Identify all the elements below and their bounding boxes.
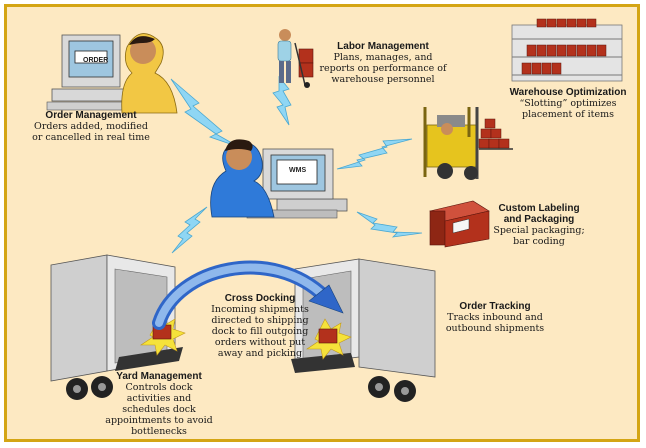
outbound-crate	[306, 318, 352, 360]
node-title: Yard Management	[116, 371, 202, 382]
node-order-management: Order Management Orders added, modified …	[31, 110, 151, 143]
labor-worker	[277, 29, 314, 88]
node-cross-docking: Cross Docking Incoming shipments directe…	[201, 293, 319, 359]
order-workstation	[46, 33, 178, 114]
node-title: Cross Docking	[224, 293, 296, 304]
diagram-frame: ORDER WMS Order Management Orders added,…	[4, 4, 640, 442]
warehouse-shelving	[511, 18, 623, 82]
wms-screen-label: WMS	[289, 167, 307, 174]
bolt-to-forklift	[336, 138, 413, 170]
node-custom-labeling: Custom Labeling and Packaging Special pa…	[493, 203, 585, 247]
node-description: Controls dock activities and schedules d…	[105, 382, 213, 437]
bolt-to-labor-management	[272, 75, 292, 126]
diagram-artwork	[46, 18, 623, 402]
node-description: Orders added, modified or cancelled in r…	[32, 121, 150, 143]
node-description: Tracks inbound and outbound shipments	[445, 312, 545, 334]
node-title: Order Management	[45, 110, 137, 121]
forklift	[423, 107, 513, 180]
node-title: Custom Labeling and Packaging	[498, 203, 580, 225]
node-description: “Slotting” optimizes placement of items	[519, 98, 617, 120]
labeled-package	[429, 200, 490, 248]
node-order-tracking: Order Tracking Tracks inbound and outbou…	[441, 301, 549, 334]
node-title: Warehouse Optimization	[509, 87, 627, 98]
node-description: Special packaging; bar coding	[493, 225, 585, 247]
node-title: Labor Management	[337, 41, 429, 52]
wms-workstation	[210, 139, 348, 219]
bolt-to-yard	[171, 206, 208, 254]
bolt-to-order-management	[170, 78, 240, 148]
node-description: Plans, manages, and reports on performan…	[319, 52, 447, 85]
order-screen-label: ORDER	[83, 57, 109, 64]
bolt-to-labeling	[356, 211, 423, 238]
node-title: Order Tracking	[459, 301, 531, 312]
node-description: Incoming shipments directed to shipping …	[211, 304, 309, 359]
node-yard-management: Yard Management Controls dock activities…	[105, 371, 213, 437]
connector-bolts	[170, 75, 423, 254]
cross-dock-arrow	[152, 260, 344, 330]
node-warehouse-optimization: Warehouse Optimization “Slotting” optimi…	[503, 87, 633, 120]
node-labor-management: Labor Management Plans, manages, and rep…	[317, 41, 449, 85]
